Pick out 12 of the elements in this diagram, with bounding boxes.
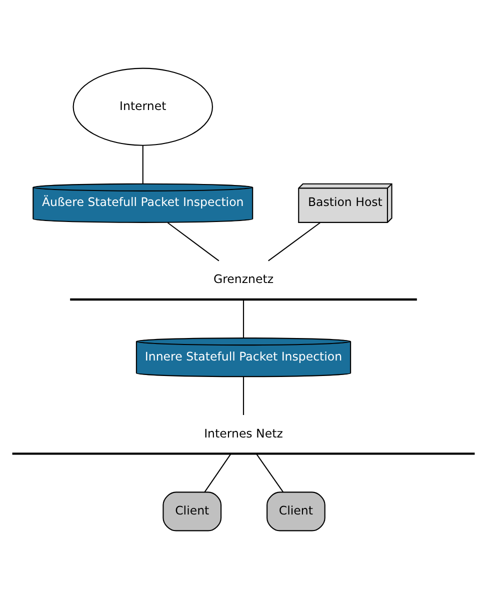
connector xyxy=(204,454,232,492)
node-box: Client xyxy=(266,492,326,532)
node-box: Client xyxy=(162,492,222,532)
node-text: Grenznetz xyxy=(213,272,274,286)
connector xyxy=(167,222,220,262)
connector xyxy=(256,454,284,492)
connector xyxy=(268,222,320,262)
node-text: Internes Netz xyxy=(204,426,283,440)
connector xyxy=(242,300,244,338)
connector xyxy=(142,145,144,184)
node-ellipse: Internet xyxy=(72,68,213,146)
connector xyxy=(242,376,244,415)
